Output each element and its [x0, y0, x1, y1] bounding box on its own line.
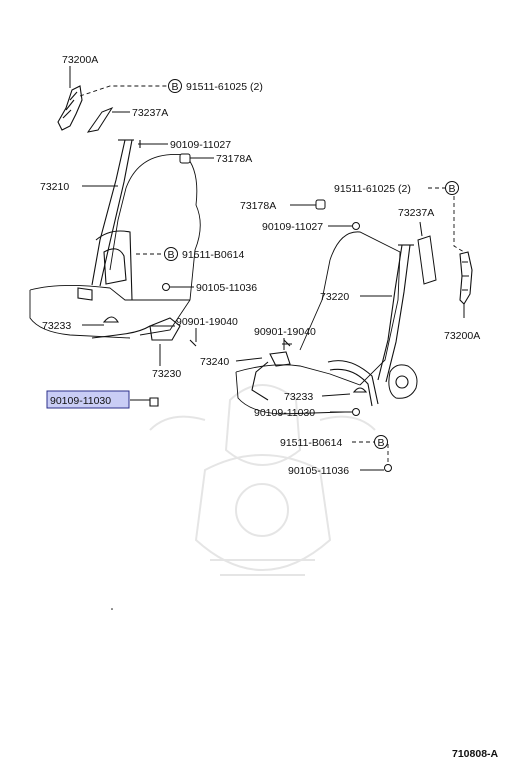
label-73230[interactable]: 73230 — [152, 368, 181, 380]
label-91511-61025-right[interactable]: 91511-61025 (2) — [334, 183, 411, 195]
label-90109-11030-left-highlighted[interactable]: 90109-11030 — [50, 395, 111, 407]
right-hardware — [282, 199, 392, 472]
figure-code: 710808-A — [452, 748, 499, 760]
left-belt-assembly — [77, 139, 134, 301]
label-91511-B0614-right[interactable]: 91511-B0614 — [280, 437, 342, 449]
label-73200A-left[interactable]: 73200A — [62, 54, 98, 66]
highlight-box-90109-11030 — [46, 390, 130, 409]
label-73240[interactable]: 73240 — [200, 356, 229, 368]
bolt-marker-label: B — [167, 249, 174, 261]
label-73220[interactable]: 73220 — [320, 291, 349, 303]
label-73178A-left[interactable]: 73178A — [216, 153, 252, 165]
label-90109-11027-right[interactable]: 90109-11027 — [262, 221, 323, 233]
right-trim-73237A — [417, 235, 437, 285]
label-90105-11036-right[interactable]: 90105-11036 — [288, 465, 349, 477]
bolt-marker-b-right-bottom — [374, 435, 388, 449]
right-belt-assembly — [251, 244, 418, 407]
left-trim-73237A — [86, 106, 114, 133]
label-90105-11036-left[interactable]: 90105-11036 — [196, 282, 257, 294]
label-73237A-left[interactable]: 73237A — [132, 107, 168, 119]
label-73178A-right[interactable]: 73178A — [240, 200, 276, 212]
label-90901-19040-left[interactable]: 90901-19040 — [176, 316, 238, 328]
label-73233-right[interactable]: 73233 — [284, 391, 313, 403]
bolt-marker-label: B — [171, 81, 178, 93]
left-anchor-73200A — [57, 85, 83, 131]
bolt-marker-b-left-top — [168, 79, 182, 93]
label-73237A-right[interactable]: 73237A — [398, 207, 434, 219]
bolt-marker-b-right-top — [445, 181, 459, 195]
bolt-marker-b-left-mid — [164, 247, 178, 261]
label-73233-left[interactable]: 73233 — [42, 320, 71, 332]
bolt-marker-label: B — [377, 437, 384, 449]
right-anchor-73200A — [459, 251, 473, 305]
stray-dot — [111, 608, 113, 610]
label-73200A-right[interactable]: 73200A — [444, 330, 480, 342]
label-90109-11027-left[interactable]: 90109-11027 — [170, 139, 231, 151]
left-hardware — [91, 140, 197, 407]
left-leaders — [69, 66, 214, 401]
label-91511-61025-left[interactable]: 91511-61025 (2) — [186, 81, 263, 93]
right-leaders — [235, 187, 465, 471]
label-91511-B0614-left[interactable]: 91511-B0614 — [182, 249, 244, 261]
right-seat-outline — [235, 231, 401, 415]
watermark-emblem — [149, 384, 376, 576]
label-90901-19040-right[interactable]: 90901-19040 — [254, 326, 316, 338]
bolt-marker-label: B — [448, 183, 455, 195]
label-90109-11030-right[interactable]: 90109-11030 — [254, 407, 315, 419]
left-seat-outline — [29, 153, 201, 339]
label-73210[interactable]: 73210 — [40, 181, 69, 193]
